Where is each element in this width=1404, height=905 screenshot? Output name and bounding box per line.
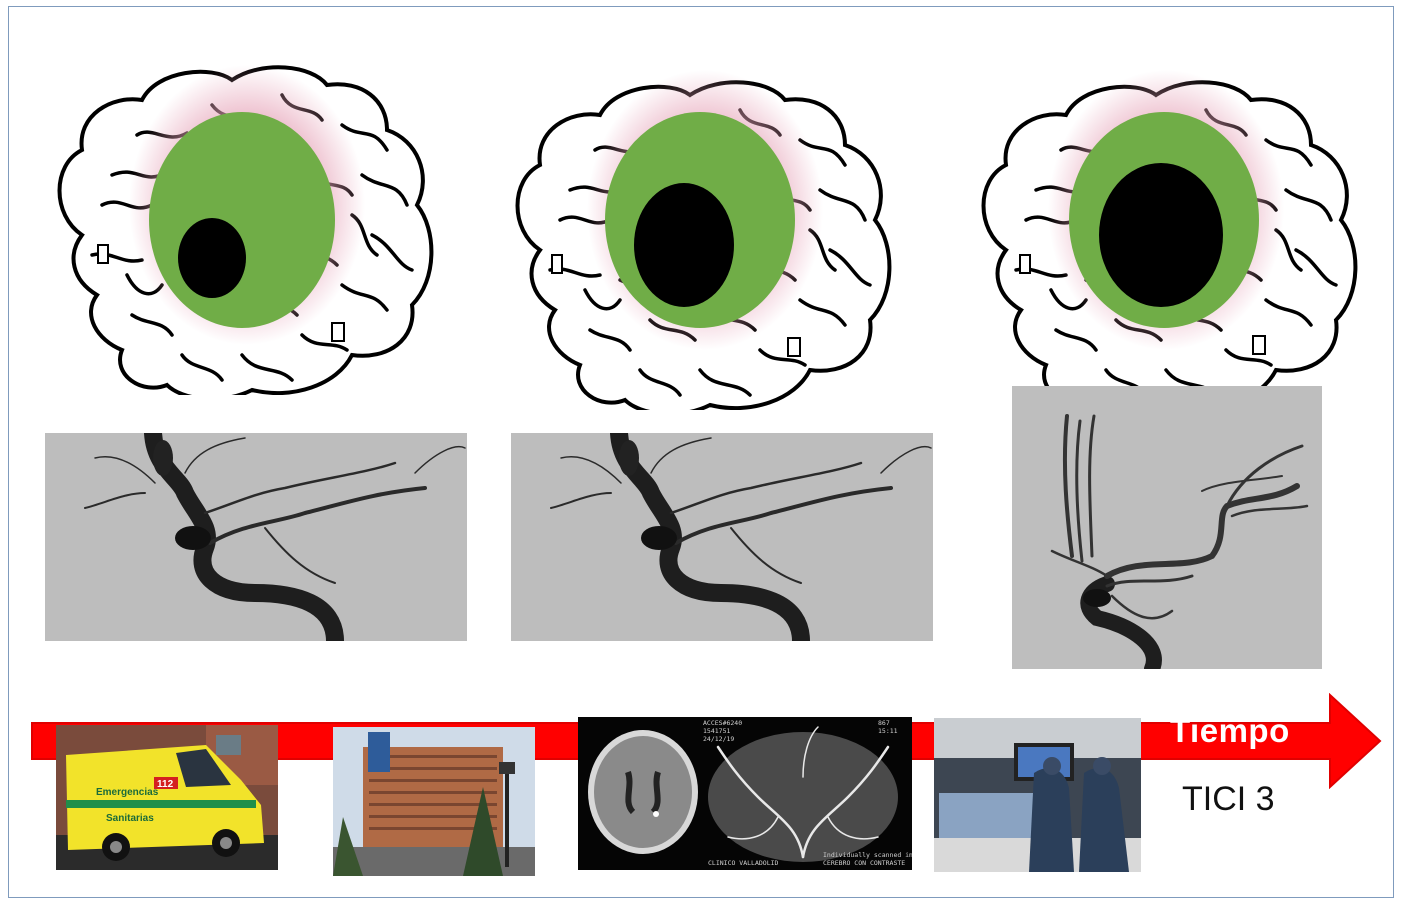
svg-text:867: 867 — [878, 719, 890, 727]
angiogram-recanalized — [1012, 386, 1322, 669]
penumbra-zone — [149, 112, 335, 328]
infarct-core — [178, 218, 246, 298]
timeline-label: Tiempo — [1170, 712, 1290, 750]
ambulance-text-emergencias: Emergencias — [96, 787, 159, 798]
ambulance-phone: 112 — [157, 779, 174, 790]
infarct-core — [634, 183, 734, 307]
svg-text:Individually scanned images: Individually scanned images — [823, 851, 912, 859]
brain-diagram-3 — [966, 70, 1376, 410]
tici-result: TICI 3 — [1182, 780, 1275, 819]
brain-diagram-1 — [42, 55, 452, 395]
hospital-photo — [333, 727, 535, 876]
brain-diagram-2 — [500, 70, 910, 410]
svg-text:ACCES#6240: ACCES#6240 — [703, 719, 742, 727]
ambulance-text-sanitarias: Sanitarias — [106, 813, 154, 824]
infarct-core — [1099, 163, 1223, 307]
svg-text:1541751: 1541751 — [703, 727, 730, 735]
angiogram-occlusion-2 — [511, 433, 933, 641]
svg-text:CLINICO VALLADOLID: CLINICO VALLADOLID — [708, 859, 779, 867]
svg-text:15:11: 15:11 — [878, 727, 898, 735]
ambulance-photo: Emergencias Sanitarias 112 — [56, 725, 278, 870]
angiography-suite-photo — [934, 718, 1141, 872]
svg-text:CEREBRO CON CONTRASTE: CEREBRO CON CONTRASTE — [823, 859, 905, 867]
svg-text:24/12/19: 24/12/19 — [703, 735, 734, 743]
angiogram-occlusion-1 — [45, 433, 467, 641]
ct-angio-scans: ACCES#6240 1541751 24/12/19 867 15:11 CL… — [578, 717, 912, 870]
